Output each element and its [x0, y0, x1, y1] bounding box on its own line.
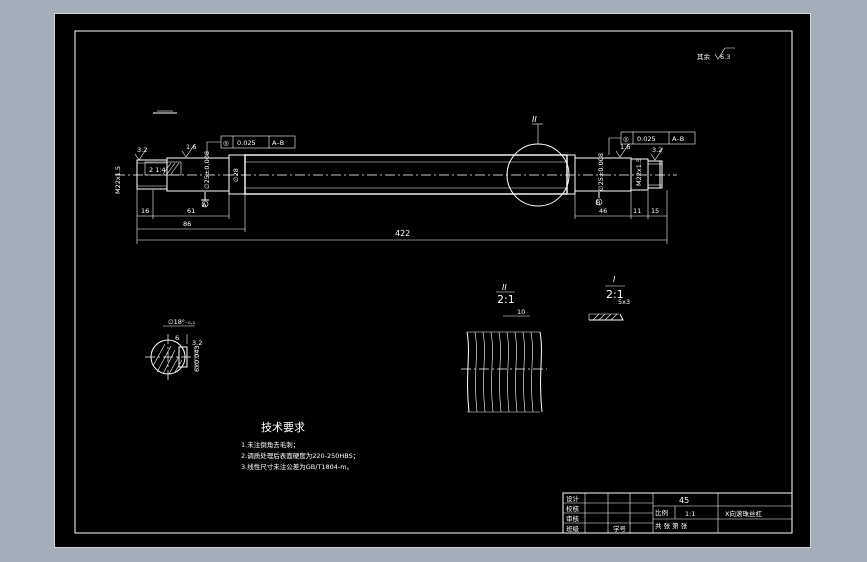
datum-b: B — [596, 199, 600, 207]
detail-i-scale: 2:1 — [606, 288, 624, 301]
tol-right-datum: A–B — [672, 135, 684, 143]
drawing-frame — [74, 30, 793, 534]
section-roughness: 3.2 — [192, 339, 202, 347]
general-roughness-note: 其余 6.3 — [697, 47, 735, 61]
section-depth: 6 — [175, 334, 179, 342]
tb-label-review: 审核 — [566, 514, 580, 523]
section-keyway-dim: ∅18⁰₋₀.₁ — [168, 318, 196, 326]
tb-scale-label: 比例 — [655, 508, 668, 517]
detail-i-note: 5x3 — [618, 298, 630, 306]
drawing-canvas: 其余 6.3 2 1:4 — [74, 30, 793, 534]
tb-label-class: 班级 — [566, 524, 580, 533]
tech-req-title: 技术要求 — [261, 421, 305, 434]
chamfer-right: 3.2 — [652, 146, 662, 154]
tb-label-student-id: 学号 — [613, 524, 627, 533]
detail-ii-marker: II — [532, 115, 537, 124]
roughness-prefix: 其余 — [697, 52, 711, 61]
tb-label-design: 设计 — [566, 494, 580, 503]
thread-right: M22x1.5 — [635, 158, 643, 186]
tol-left-datum: A–B — [272, 139, 284, 147]
detail-ii-view: II 2:1 10 — [461, 283, 547, 413]
roughness-right: 1.6 — [620, 143, 630, 151]
roughness-value: 6.3 — [720, 53, 730, 61]
tolerance-frame-left: ◎ 0.025 A–B — [206, 135, 296, 155]
left-detail-box-label: 2 1:4 — [149, 166, 166, 174]
tb-label-check: 校核 — [566, 504, 580, 513]
tb-scale-value: 1:1 — [685, 510, 695, 518]
dim-right-thread-len: 15 — [651, 207, 659, 215]
dim-overall-length: 422 — [395, 229, 410, 238]
tol-left-symbol: ◎ — [223, 139, 229, 147]
datum-a: A — [202, 201, 207, 209]
dim-left-thread-len: 16 — [141, 207, 149, 215]
title-block: 设计 校核 审核 班级 学号 45 比例 1:1 共 张 第 张 X向滚珠丝杠 — [562, 492, 793, 534]
body-dia: ∅28 — [232, 168, 240, 182]
dim-right-journal: 46 — [599, 207, 607, 215]
tol-right-value: 0.025 — [637, 135, 656, 143]
tb-part-name: X向滚珠丝杠 — [725, 509, 762, 518]
dim-left-shoulder: 86 — [183, 220, 191, 228]
detail-ii-pitch: 10 — [517, 308, 525, 316]
roughness-left: 1.6 — [186, 143, 196, 151]
keyway-section-view: ∅18⁰₋₀.₁ 6 3.2 6x0.043 — [145, 318, 202, 380]
detail-i-view: I 2:1 5x3 — [588, 275, 630, 321]
dim-left-journal: 61 — [187, 207, 195, 215]
tech-req-item-3: 3.线性尺寸未注公差为GB/T1804-m。 — [241, 462, 353, 471]
dim-right-shoulder: 11 — [633, 207, 641, 215]
detail-ii-label: II — [502, 283, 507, 292]
detail-ii-scale: 2:1 — [497, 293, 515, 306]
detail-i-label: I — [613, 275, 616, 284]
tech-req-item-1: 1.未注倒角去毛刺； — [241, 440, 299, 449]
shaft-main-view: 2 1:4 II ∅25±0.008 ∅28 ∅25±0.008 — [114, 115, 696, 244]
chamfer-left: 3.2 — [137, 146, 147, 154]
section-width: 6x0.043 — [193, 345, 201, 372]
tech-req-item-2: 2.调质处理后表面硬度为220-250HBS； — [241, 451, 359, 460]
tb-sheet-labels: 共 张 第 张 — [655, 521, 688, 530]
thread-left: M22x1.5 — [114, 166, 122, 194]
journal-dia-right: ∅25±0.008 — [597, 153, 605, 191]
tol-left-value: 0.025 — [237, 139, 256, 147]
technical-requirements: 技术要求 1.未注倒角去毛刺； 2.调质处理后表面硬度为220-250HBS； … — [241, 421, 359, 471]
drawing-sheet: 其余 6.3 2 1:4 — [54, 13, 811, 548]
tol-right-symbol: ◎ — [623, 135, 629, 143]
tolerance-frame-right: ◎ 0.025 A–B — [608, 131, 696, 155]
journal-dia-left: ∅25±0.008 — [203, 151, 211, 189]
tb-material: 45 — [679, 496, 689, 505]
